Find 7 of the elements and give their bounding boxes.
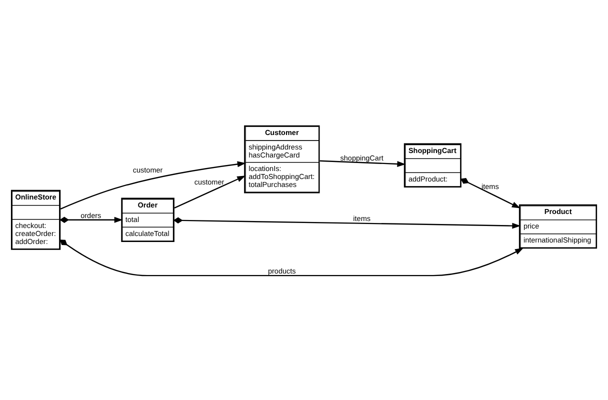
arrow (320, 160, 406, 166)
arrow (173, 216, 521, 228)
arrow (60, 216, 123, 223)
arrow (60, 160, 246, 209)
arrow (60, 239, 524, 276)
arrow (460, 178, 520, 208)
arrow (174, 175, 246, 208)
